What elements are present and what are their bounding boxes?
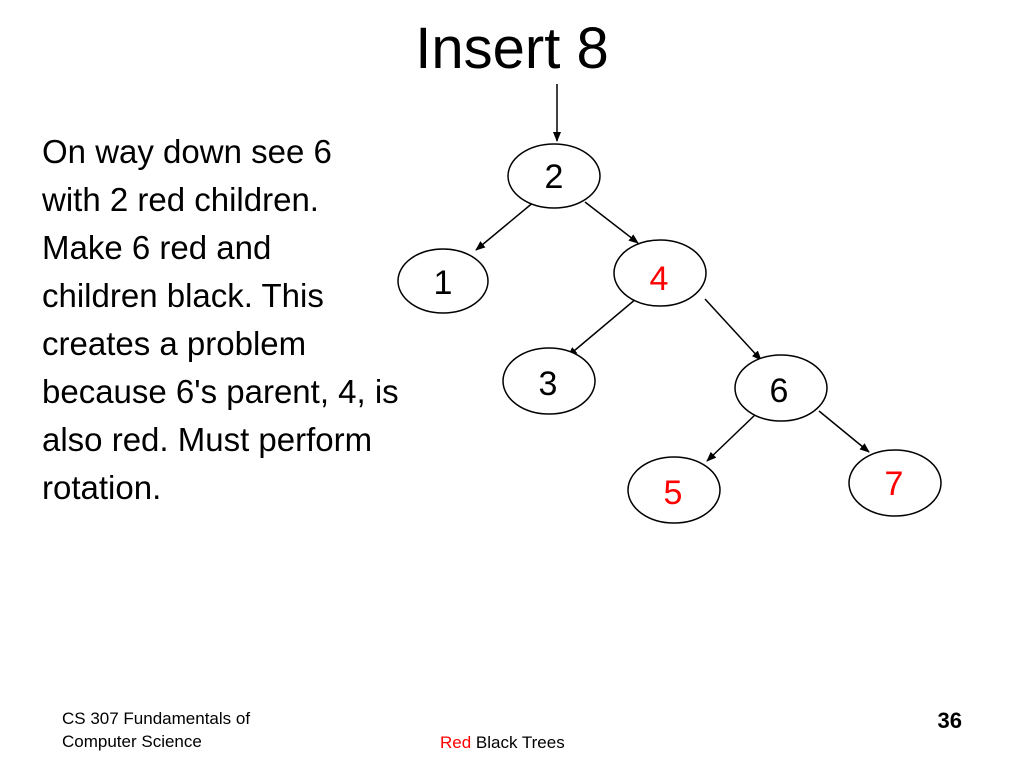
page-number: 36 <box>937 708 962 733</box>
node-label: 1 <box>434 264 453 302</box>
body-line: also red. Must perform <box>42 421 373 458</box>
tree-edge <box>475 200 536 251</box>
tree-edge <box>704 298 762 361</box>
node-label: 6 <box>770 372 789 410</box>
body-line: On way down see 6 <box>42 133 332 170</box>
tree-node-4: 4 <box>613 239 707 307</box>
tree-node-3: 3 <box>502 347 596 415</box>
body-line: with 2 red children. <box>42 181 319 218</box>
tree-node-7: 7 <box>848 449 942 517</box>
body-line: children black. This <box>42 277 324 314</box>
tree-node-1: 1 <box>397 248 489 314</box>
body-line: creates a problem <box>42 325 307 362</box>
body-line: Make 6 red and <box>42 229 272 266</box>
footer-topic-red: Red <box>440 733 472 752</box>
tree-edge <box>706 412 758 462</box>
footer-course-line: CS 307 Fundamentals of <box>62 709 251 728</box>
node-label: 5 <box>664 474 683 512</box>
body-line: because 6's parent, 4, is <box>42 373 399 410</box>
tree-node-6: 6 <box>734 354 828 422</box>
slide-title: Insert 8 <box>415 16 609 81</box>
slide-body-text: On way down see 6 with 2 red children. M… <box>42 128 492 512</box>
tree-edge <box>818 410 870 453</box>
node-label: 2 <box>545 158 564 196</box>
node-label: 3 <box>539 365 558 403</box>
tree-node-5: 5 <box>627 456 721 524</box>
tree-node-2: 2 <box>507 143 601 209</box>
node-label: 7 <box>885 465 904 503</box>
tree-edge <box>567 297 638 357</box>
body-line: rotation. <box>42 469 162 506</box>
footer-topic-rest: Black Trees <box>471 733 565 752</box>
footer-course-name: CS 307 Fundamentals of Computer Science <box>62 707 250 753</box>
node-label: 4 <box>650 260 669 298</box>
footer-topic: Red Black Trees <box>440 731 565 754</box>
footer-course-line: Computer Science <box>62 732 202 751</box>
tree-edge <box>584 201 639 244</box>
